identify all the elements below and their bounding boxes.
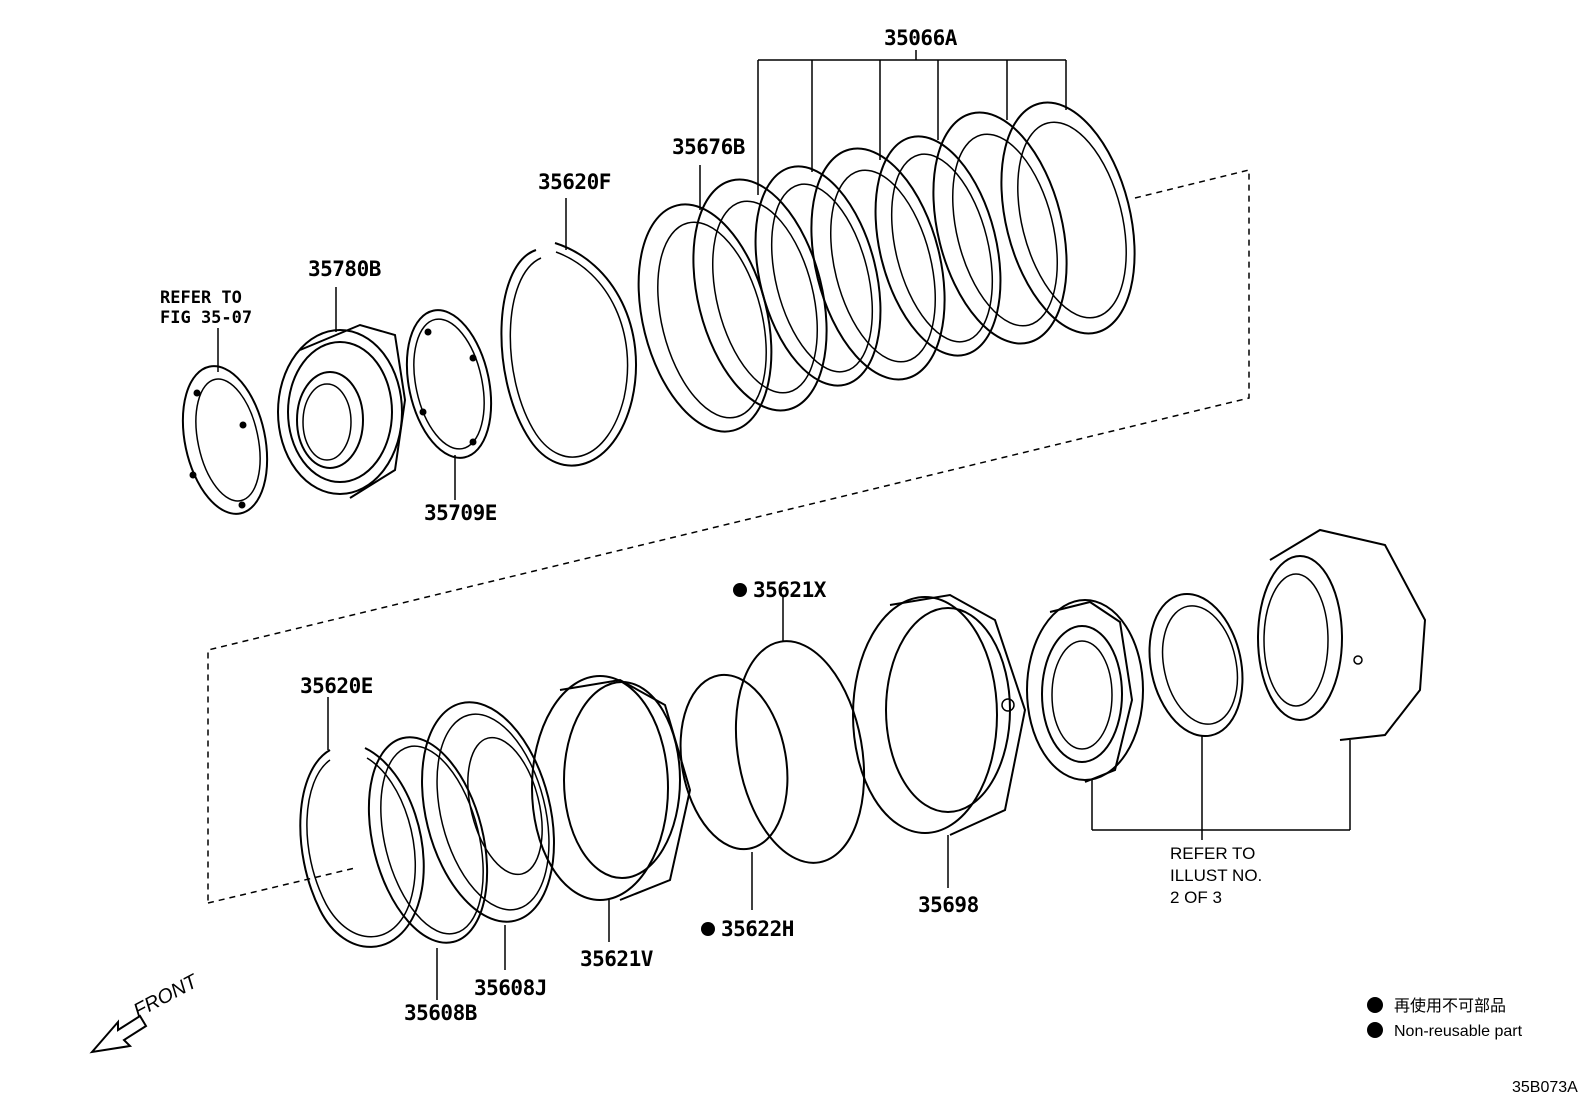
label-35698: 35698 <box>918 893 979 917</box>
label-35780B: 35780B <box>308 257 381 281</box>
snap-ring-35620F <box>500 198 637 467</box>
note-refer-illust-line2: ILLUST NO. <box>1170 866 1262 885</box>
hub-35621V <box>531 675 692 942</box>
label-35066A: 35066A <box>884 26 958 50</box>
diagram-code: 35B073A <box>1512 1079 1578 1096</box>
ring-35709E <box>405 309 493 500</box>
clutch-plate-2 <box>754 165 882 387</box>
label-35676B: 35676B <box>672 135 745 159</box>
gear-refer-illust-1 <box>1026 599 1144 783</box>
label-35621V: 35621V <box>580 947 654 971</box>
label-35621X: 35621X <box>753 578 827 602</box>
drum-35698 <box>852 593 1027 888</box>
label-35608J: 35608J <box>474 976 547 1000</box>
note-refer-illust-line3: 2 OF 3 <box>1170 888 1222 907</box>
clutch-disc-3 <box>810 147 946 381</box>
non-reusable-marker-35622H <box>701 922 715 936</box>
o-ring-35621X <box>734 597 866 864</box>
non-reusable-marker-35621X <box>733 583 747 597</box>
label-35620F: 35620F <box>538 170 611 194</box>
legend-dot-jp <box>1367 997 1383 1013</box>
bracket-refer-illust <box>1091 735 1351 840</box>
clutch-disc-5 <box>932 111 1068 345</box>
gear-35780B <box>277 287 407 499</box>
label-35620E: 35620E <box>300 674 373 698</box>
gear-refer-illust-3 <box>1257 528 1427 741</box>
legend-dot-en <box>1367 1022 1383 1038</box>
clutch-disc-1 <box>692 178 828 412</box>
label-35608B: 35608B <box>404 1001 477 1025</box>
clutch-plate-6 <box>1000 101 1136 335</box>
legend-en: Non-reusable part <box>1394 1023 1523 1040</box>
front-label: FRONT <box>130 970 203 1023</box>
bracket-35066A <box>757 50 1067 195</box>
note-refer-illust-line1: REFER TO <box>1170 844 1255 863</box>
note-refer-fig-line1: REFER TO <box>160 288 242 308</box>
note-refer-fig-line2: FIG 35-07 <box>160 308 252 328</box>
clutch-plate-4 <box>874 135 1002 357</box>
legend-jp: 再使用不可部品 <box>1394 997 1506 1015</box>
o-ring-35622H <box>679 673 789 910</box>
group-outline-bottom <box>207 867 356 904</box>
label-35622H: 35622H <box>721 917 794 941</box>
snap-ring-35620E <box>299 697 425 948</box>
snap-ring-35608B <box>367 736 489 1000</box>
piston-35608J <box>421 701 555 970</box>
front-arrow-icon <box>89 1014 148 1054</box>
group-outline-top <box>207 169 1250 903</box>
retainer-plate-refer <box>181 365 269 515</box>
label-35709E: 35709E <box>424 501 497 525</box>
washer-refer-illust-2 <box>1148 592 1244 738</box>
